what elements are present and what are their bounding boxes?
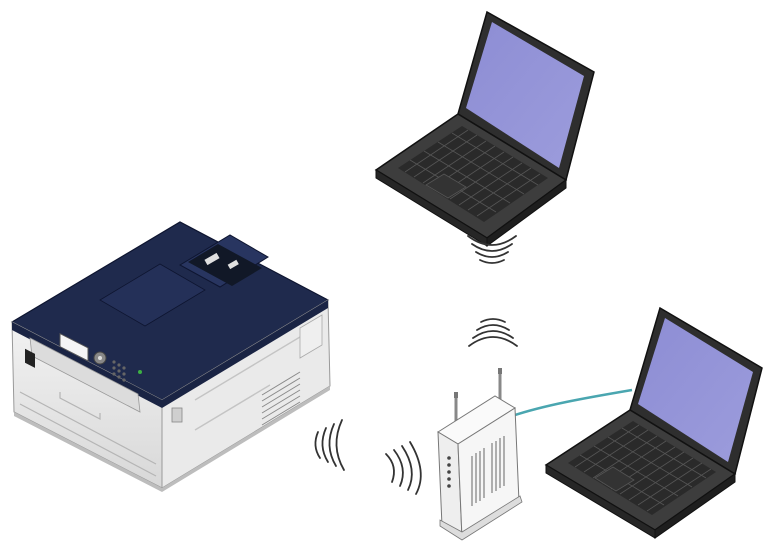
wifi-signal-icon <box>385 441 422 495</box>
laptop-icon <box>374 10 595 247</box>
wifi-signal-icon <box>314 419 345 471</box>
wifi-signal-icon <box>468 318 518 347</box>
wireless-router-icon <box>437 368 523 541</box>
ethernet-cable <box>511 388 633 418</box>
laptop-icon <box>544 306 763 539</box>
wifi-signal-icon <box>467 235 517 264</box>
printer-icon <box>10 221 331 492</box>
